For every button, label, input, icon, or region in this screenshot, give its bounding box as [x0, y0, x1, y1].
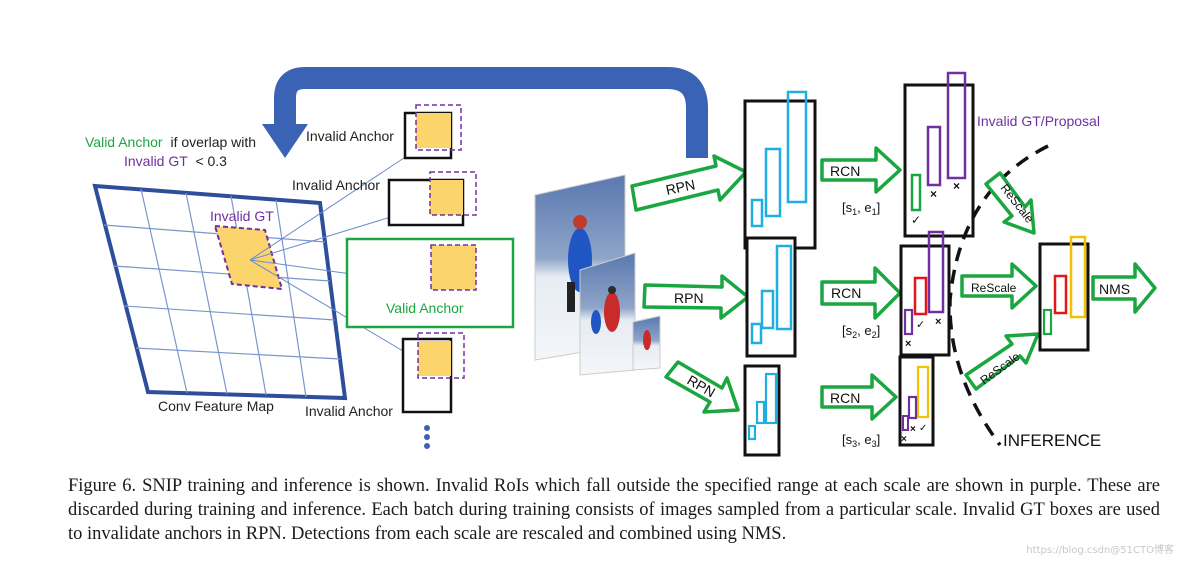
image-pyramid [534, 174, 661, 376]
svg-text:Invalid Anchor: Invalid Anchor [306, 128, 394, 144]
svg-text:Invalid Anchor: Invalid Anchor [292, 177, 380, 193]
rcn-arrow-1: RCN [820, 146, 902, 194]
merged-output-frame [1038, 235, 1090, 352]
inference-label: INFERENCE [1003, 431, 1101, 450]
rescale-arrow-1: ReScale [984, 171, 1037, 235]
rescale-arrow-3: ReScale [964, 332, 1040, 391]
invalid-gt-proposal-label: Invalid GT/Proposal [977, 113, 1100, 129]
rcn-output-scale-2: × ✓ × [899, 230, 951, 357]
rpn-output-scale-3 [743, 364, 781, 457]
valid-anchor-note-line1: Valid Anchor if overlap with [85, 134, 256, 150]
rpn-arrow-3: RPN [664, 360, 740, 414]
conv-feature-map-label: Conv Feature Map [158, 398, 274, 414]
scale-label-3: [s3, e3] [842, 432, 880, 449]
svg-text:×: × [935, 316, 941, 328]
watermark: https://blog.csdn@51CTO博客 [1026, 545, 1174, 556]
snip-figure: Valid Anchor if overlap with Invalid GT … [85, 67, 1157, 457]
svg-text:RCN: RCN [830, 163, 860, 179]
svg-text:×: × [953, 179, 960, 193]
svg-text:×: × [930, 187, 937, 201]
feedback-arrow [274, 67, 708, 158]
rescale-arrow-2: ReScale [960, 262, 1038, 310]
rpn-arrow-2: RPN [642, 274, 750, 320]
valid-anchor-box: Valid Anchor [345, 237, 515, 329]
valid-anchor-label: Valid Anchor [386, 300, 464, 316]
svg-text:Invalid Anchor: Invalid Anchor [305, 403, 393, 419]
rpn-arrow-1: RPN [630, 154, 748, 212]
svg-text:✓: ✓ [919, 423, 927, 434]
conv-feature-map: Invalid GT Conv Feature Map [92, 183, 348, 414]
svg-text:RCN: RCN [831, 285, 861, 301]
rcn-output-scale-3: × × ✓ [898, 355, 935, 447]
svg-text:×: × [901, 434, 907, 445]
scale-label-1: [s1, e1] [842, 200, 880, 217]
valid-anchor-note-line2: Invalid GT < 0.3 [124, 153, 227, 169]
invalid-anchor-3: Invalid Anchor [305, 332, 465, 419]
scale-label-2: [s2, e2] [842, 323, 880, 340]
rpn-output-scale-2 [745, 236, 797, 358]
rcn-arrow-2: RCN [820, 266, 902, 320]
svg-text:NMS: NMS [1099, 281, 1130, 297]
figure-caption: Figure 6. SNIP training and inference is… [68, 476, 1160, 544]
rcn-arrow-3: RCN [820, 373, 898, 421]
svg-text:RCN: RCN [830, 390, 860, 406]
svg-text:✓: ✓ [911, 213, 921, 227]
invalid-gt-label: Invalid GT [210, 208, 274, 224]
invalid-anchor-2: Invalid Anchor [292, 171, 477, 227]
feedback-arrow-head [262, 124, 308, 158]
invalid-gt-region [213, 224, 284, 291]
svg-text:✓: ✓ [916, 319, 925, 331]
svg-text:RPN: RPN [674, 290, 704, 306]
skier-image-medium [579, 252, 636, 376]
more-anchors-dots [424, 425, 430, 449]
svg-text:RPN: RPN [664, 176, 696, 198]
skier-image-small [632, 315, 661, 371]
svg-text:×: × [910, 424, 916, 435]
svg-text:×: × [905, 338, 911, 350]
rpn-output-scale-1 [743, 90, 817, 250]
nms-arrow: NMS [1091, 262, 1157, 314]
invalid-anchor-1: Invalid Anchor [306, 104, 462, 160]
svg-text:ReScale: ReScale [971, 281, 1017, 295]
rcn-output-scale-1: ✓ × × [903, 71, 975, 238]
